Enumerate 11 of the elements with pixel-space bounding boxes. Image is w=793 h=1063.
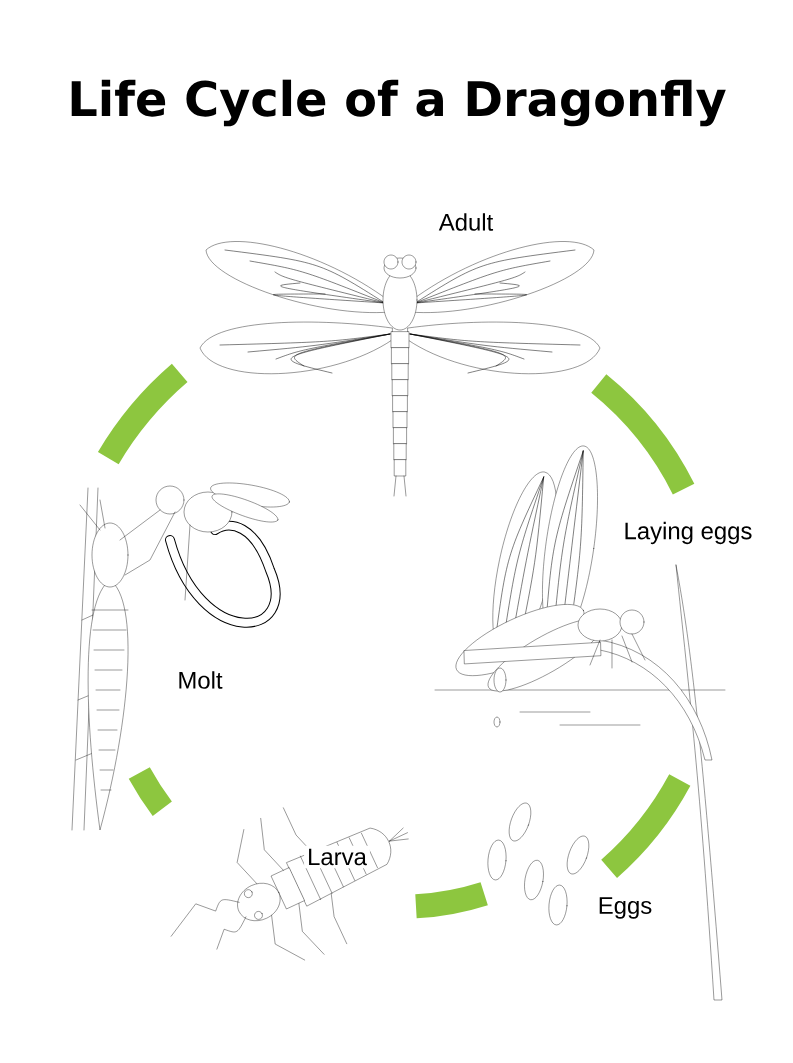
cycle-arc bbox=[98, 363, 188, 465]
cycle-arc bbox=[601, 774, 691, 878]
cycle-arc bbox=[415, 882, 488, 919]
title: Life Cycle of a Dragonfly bbox=[71, 79, 726, 127]
stage-label: Molt bbox=[174, 668, 226, 692]
stage-label: Larva bbox=[304, 845, 370, 869]
cycle-arc bbox=[128, 767, 172, 816]
stage-label: Adult bbox=[435, 210, 497, 234]
stage-label: Laying eggs bbox=[620, 518, 756, 548]
cycle-arc bbox=[591, 374, 695, 495]
stage-label: Eggs bbox=[594, 894, 656, 922]
